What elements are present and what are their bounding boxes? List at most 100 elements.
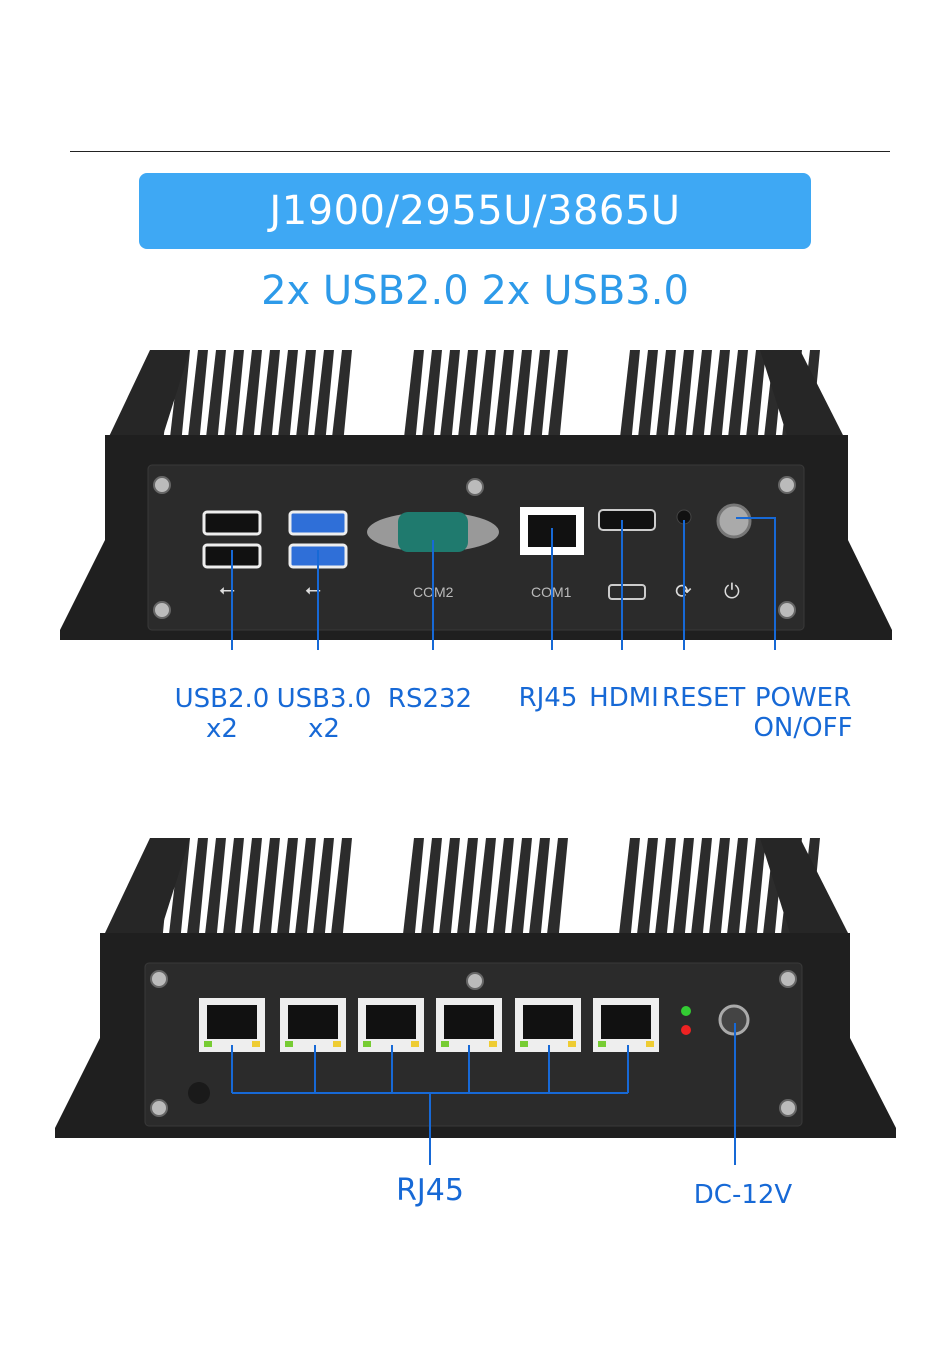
lan-led bbox=[204, 1041, 212, 1047]
heatsink-fin bbox=[474, 838, 496, 943]
rj45-port-socket bbox=[601, 1005, 651, 1039]
lan-led bbox=[568, 1041, 576, 1047]
usb-subtitle: 2x USB2.0 2x USB3.0 bbox=[261, 268, 689, 314]
heatsink-fin bbox=[204, 350, 226, 455]
heatsink-fin bbox=[402, 350, 424, 455]
usb2-ports bbox=[202, 510, 262, 569]
hdmi-port bbox=[598, 509, 656, 531]
divider-line bbox=[70, 151, 890, 152]
callout-power-onoff: ON/OFF bbox=[753, 713, 853, 743]
heatsink-fin bbox=[258, 838, 280, 943]
lan-led bbox=[489, 1041, 497, 1047]
heatsink-fin bbox=[276, 350, 298, 455]
heatsink-fin bbox=[636, 838, 658, 943]
heatsink-fin bbox=[654, 838, 676, 943]
heatsink-side bbox=[105, 350, 190, 445]
rj45-port-socket bbox=[523, 1005, 573, 1039]
heatsink-fin bbox=[222, 350, 244, 455]
heatsink-fin bbox=[528, 350, 550, 455]
heatsink-fin bbox=[510, 350, 532, 455]
heatsink-fin bbox=[438, 838, 460, 943]
lan-led bbox=[411, 1041, 419, 1047]
rj45-port-socket bbox=[288, 1005, 338, 1039]
heatsink-side bbox=[760, 350, 848, 445]
heatsink-fin bbox=[492, 838, 514, 943]
db9-serial-port bbox=[367, 512, 499, 552]
power-button bbox=[716, 503, 752, 539]
heatsink-side bbox=[760, 838, 848, 933]
heatsink-fin bbox=[654, 350, 676, 455]
heatsink-fin bbox=[672, 838, 694, 943]
front-panel-device-image: ⭠ ⭠ COM2 COM1 ⟳ ⏻ bbox=[60, 350, 892, 650]
callout-rj45-lan: RJ45 bbox=[396, 1173, 464, 1208]
screw-icons bbox=[153, 476, 796, 619]
rj45-port-socket bbox=[207, 1005, 257, 1039]
callout-usb2-count: x2 bbox=[206, 714, 238, 744]
heatsink-fin bbox=[420, 838, 442, 943]
heatsink-fins bbox=[105, 350, 848, 455]
heatsink-fin bbox=[222, 838, 244, 943]
heatsink-fin bbox=[708, 350, 730, 455]
heatsink-fin bbox=[636, 350, 658, 455]
heatsink-fin bbox=[708, 838, 730, 943]
heatsink-fin bbox=[456, 838, 478, 943]
heatsink-fin bbox=[474, 350, 496, 455]
lan-led bbox=[520, 1041, 528, 1047]
rj45-port-socket bbox=[444, 1005, 494, 1039]
heatsink-fin bbox=[510, 838, 532, 943]
heatsink-fin bbox=[294, 350, 316, 455]
heatsink-fin bbox=[456, 350, 478, 455]
callout-rs232: RS232 bbox=[387, 684, 473, 714]
callout-usb2-text: USB2.0 bbox=[174, 684, 270, 714]
heatsink-fin bbox=[690, 350, 712, 455]
heatsink-fin bbox=[546, 838, 568, 943]
callout-usb3-count: x2 bbox=[308, 714, 340, 744]
heatsink-fin bbox=[168, 838, 190, 943]
lan-led bbox=[333, 1041, 341, 1047]
status-led-red bbox=[681, 1025, 691, 1035]
model-banner: J1900/2955U/3865U bbox=[139, 173, 811, 249]
heatsink-fin bbox=[258, 350, 280, 455]
antenna-hole bbox=[188, 1082, 210, 1104]
callout-lines bbox=[231, 517, 776, 650]
screw-icons bbox=[150, 970, 797, 1117]
heatsink-fin bbox=[546, 350, 568, 455]
lan-led bbox=[285, 1041, 293, 1047]
power-icon: ⏻ bbox=[724, 579, 740, 603]
heatsink-fin bbox=[528, 838, 550, 943]
heatsink-fin bbox=[186, 838, 208, 943]
heatsink-fin bbox=[312, 350, 334, 455]
callout-rj45: RJ45 bbox=[518, 683, 578, 713]
heatsink-fin bbox=[312, 838, 334, 943]
heatsink-fin bbox=[726, 350, 748, 455]
heatsink-fin bbox=[438, 350, 460, 455]
heatsink-fin bbox=[744, 350, 766, 455]
heatsink-fin bbox=[186, 350, 208, 455]
heatsink-side bbox=[105, 838, 190, 933]
heatsink-fin bbox=[204, 838, 226, 943]
heatsink-fin bbox=[330, 350, 352, 455]
heatsink-fin bbox=[618, 838, 640, 943]
heatsink-fin bbox=[330, 838, 352, 943]
heatsink-fin bbox=[276, 838, 298, 943]
callout-hdmi: HDMI bbox=[589, 683, 659, 713]
heatsink-fin bbox=[726, 838, 748, 943]
heatsink-fin bbox=[402, 838, 424, 943]
callout-reset: RESET bbox=[662, 683, 746, 713]
heatsink-fins bbox=[105, 838, 848, 943]
heatsink-fin bbox=[618, 350, 640, 455]
callout-power-text: POWER bbox=[754, 683, 852, 713]
rj45-lan-ports bbox=[199, 998, 659, 1052]
rj45-port-socket bbox=[366, 1005, 416, 1039]
heatsink-fin bbox=[744, 838, 766, 943]
heatsink-fin bbox=[294, 838, 316, 943]
lan-led bbox=[441, 1041, 449, 1047]
lan-led bbox=[646, 1041, 654, 1047]
callout-dc-12v: DC-12V bbox=[693, 1180, 793, 1210]
heatsink-fin bbox=[168, 350, 190, 455]
callout-usb3-text: USB3.0 bbox=[276, 684, 372, 714]
heatsink-fin bbox=[240, 350, 262, 455]
